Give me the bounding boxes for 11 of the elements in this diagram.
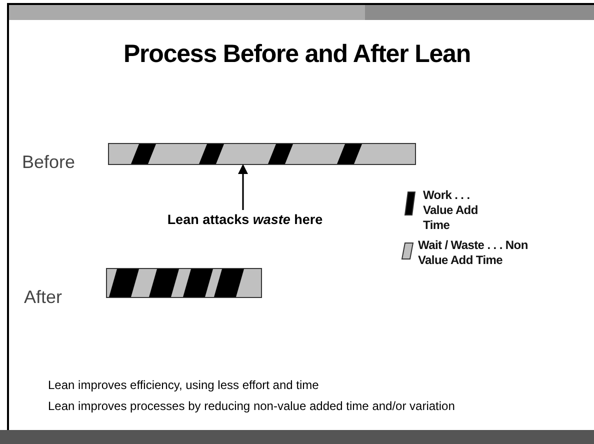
callout-text: Lean attacks waste here: [160, 212, 330, 227]
note-text: Lean improves processes by reducing non-value added time and/or variation: [48, 399, 456, 414]
process-bar: [108, 143, 416, 165]
row-label: Before: [22, 152, 76, 173]
legend-text: Work . . . Value Add Time: [423, 188, 479, 233]
legend-text: Wait / Waste . . . Non Value Add Time: [418, 238, 529, 268]
arrow: [238, 164, 248, 210]
row-label: After: [24, 287, 62, 308]
slide-title: Process Before and After Lean: [122, 40, 472, 69]
note-text: Lean improves efficiency, using less effort and time: [48, 378, 319, 392]
process-bar: [106, 268, 262, 298]
